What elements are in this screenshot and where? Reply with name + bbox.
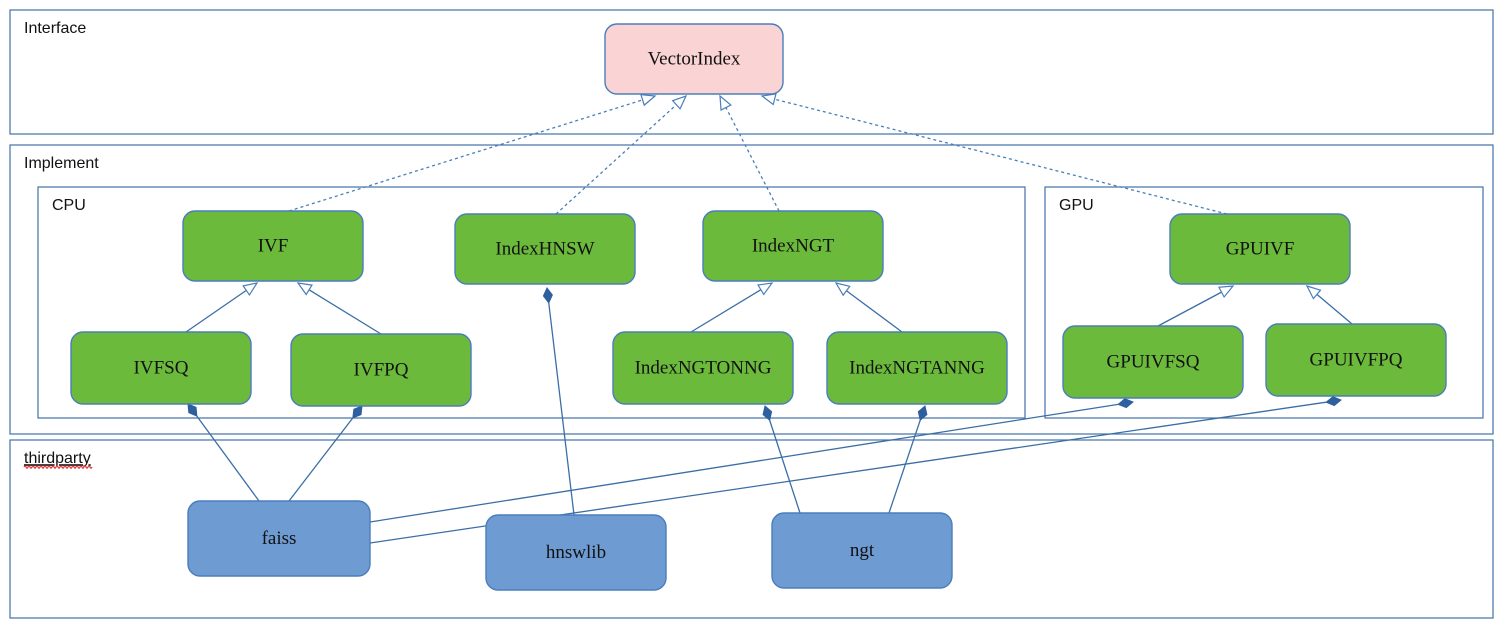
node-ngt[interactable]: ngt: [771, 512, 953, 589]
node-box-ivf[interactable]: [182, 210, 364, 282]
node-indexngtanng[interactable]: IndexNGTANNG: [826, 331, 1008, 405]
inheritance-arrowhead-icon: [1305, 285, 1322, 300]
node-label-gpuivf: GPUIVF: [1226, 238, 1295, 259]
node-gpuivfpq[interactable]: GPUIVFPQ: [1265, 323, 1447, 397]
node-box-indexngt[interactable]: [702, 210, 884, 282]
node-label-ivfpq: IVFPQ: [354, 359, 409, 380]
node-hnswlib[interactable]: hnswlib: [485, 514, 667, 591]
edge-line: [1316, 293, 1353, 325]
node-ivfpq[interactable]: IVFPQ: [290, 333, 472, 407]
composition-diamond-icon: [917, 405, 928, 422]
inheritance-arrowhead-icon: [242, 282, 259, 296]
edge-line: [288, 417, 354, 502]
edge-line: [185, 289, 247, 333]
node-label-faiss: faiss: [262, 528, 297, 549]
inheritance-arrowhead-icon: [757, 282, 774, 296]
node-label-indexngtonng: IndexNGTONNG: [635, 357, 772, 378]
edge-ivf-vectorindex: [288, 93, 657, 212]
group-label-interface: Interface: [24, 20, 86, 37]
inheritance-arrowhead-icon: [296, 282, 313, 296]
node-gpuivf[interactable]: GPUIVF: [1169, 213, 1351, 285]
node-label-indexngtanng: IndexNGTANNG: [849, 357, 985, 378]
edge-line: [196, 415, 260, 502]
node-box-indexhnsw[interactable]: [454, 213, 636, 285]
node-label-vectorindex: VectorIndex: [648, 48, 741, 69]
edge-line: [288, 99, 643, 212]
group-label-implement: Implement: [24, 155, 99, 172]
spellcheck-underline-thirdparty: [23, 465, 93, 469]
composition-diamond-icon: [187, 403, 198, 417]
edge-line: [1157, 291, 1222, 327]
node-label-ngt: ngt: [850, 540, 875, 561]
node-box-ivfpq[interactable]: [290, 333, 472, 407]
edge-ivfpq-ivf: [296, 282, 382, 335]
inheritance-arrowhead-icon: [671, 94, 688, 110]
node-faiss[interactable]: faiss: [187, 500, 371, 577]
node-label-indexhnsw: IndexHNSW: [495, 238, 594, 259]
node-indexhnsw[interactable]: IndexHNSW: [454, 213, 636, 285]
node-box-gpuivfsq[interactable]: [1062, 325, 1244, 399]
node-label-gpuivfpq: GPUIVFPQ: [1310, 349, 1403, 370]
edge-line: [846, 290, 903, 333]
edge-indexngtonng-indexngt: [690, 282, 774, 333]
composition-diamond-icon: [762, 405, 773, 422]
group-label-cpu: CPU: [52, 197, 86, 214]
inheritance-arrowhead-icon: [834, 282, 851, 297]
node-box-faiss[interactable]: [187, 500, 371, 577]
edge-faiss-ivfsq: [187, 403, 260, 502]
node-indexngtonng[interactable]: IndexNGTONNG: [612, 331, 794, 405]
edge-line: [690, 289, 762, 333]
node-ivfsq[interactable]: IVFSQ: [70, 331, 252, 405]
composition-diamond-icon: [352, 405, 363, 419]
node-label-hnswlib: hnswlib: [546, 542, 606, 563]
composition-diamond-icon: [1325, 396, 1342, 407]
edge-line: [369, 403, 1119, 523]
composition-diamond-icon: [542, 287, 553, 304]
edge-gpuivfpq-gpuivf: [1305, 285, 1353, 325]
group-label-thirdparty: thirdparty: [24, 450, 91, 467]
inheritance-arrowhead-icon: [760, 93, 777, 106]
node-box-gpuivfpq[interactable]: [1265, 323, 1447, 397]
edge-gpuivfsq-gpuivf: [1157, 285, 1235, 327]
node-box-ivfsq[interactable]: [70, 331, 252, 405]
node-label-gpuivfsq: GPUIVFSQ: [1107, 351, 1200, 372]
edge-ivfsq-ivf: [185, 282, 259, 333]
edge-ngt-indexngtonng: [762, 405, 801, 514]
node-box-ngt[interactable]: [771, 512, 953, 589]
edge-indexngt-vectorindex: [719, 94, 780, 212]
edge-line: [769, 420, 801, 514]
node-box-indexngtonng[interactable]: [612, 331, 794, 405]
node-ivf[interactable]: IVF: [182, 210, 364, 282]
group-label-gpu: GPU: [1059, 197, 1094, 214]
edge-ngt-indexngtanng: [888, 405, 928, 514]
edge-line: [725, 107, 780, 212]
edge-hnswlib-indexhnsw: [542, 287, 575, 516]
inheritance-arrowhead-icon: [640, 93, 657, 107]
inheritance-arrowhead-icon: [719, 94, 732, 112]
edge-line: [548, 302, 575, 516]
edge-line: [308, 289, 382, 335]
node-gpuivfsq[interactable]: GPUIVFSQ: [1062, 325, 1244, 399]
edge-faiss-ivfpq: [288, 405, 363, 502]
edge-indexhnsw-vectorindex: [555, 94, 688, 215]
edge-indexngtanng-indexngt: [834, 282, 903, 333]
node-vectorindex[interactable]: VectorIndex: [604, 23, 784, 95]
inheritance-arrowhead-icon: [1217, 285, 1235, 299]
node-label-ivf: IVF: [258, 235, 289, 256]
edge-line: [888, 420, 921, 514]
node-label-indexngt: IndexNGT: [752, 235, 835, 256]
node-box-vectorindex[interactable]: [604, 23, 784, 95]
node-box-gpuivf[interactable]: [1169, 213, 1351, 285]
node-box-hnswlib[interactable]: [485, 514, 667, 591]
edge-faiss-gpuivfsq: [369, 398, 1134, 523]
node-label-ivfsq: IVFSQ: [134, 357, 189, 378]
edge-gpuivf-vectorindex: [760, 93, 1228, 215]
composition-diamond-icon: [1117, 398, 1134, 409]
node-box-indexngtanng[interactable]: [826, 331, 1008, 405]
node-indexngt[interactable]: IndexNGT: [702, 210, 884, 282]
